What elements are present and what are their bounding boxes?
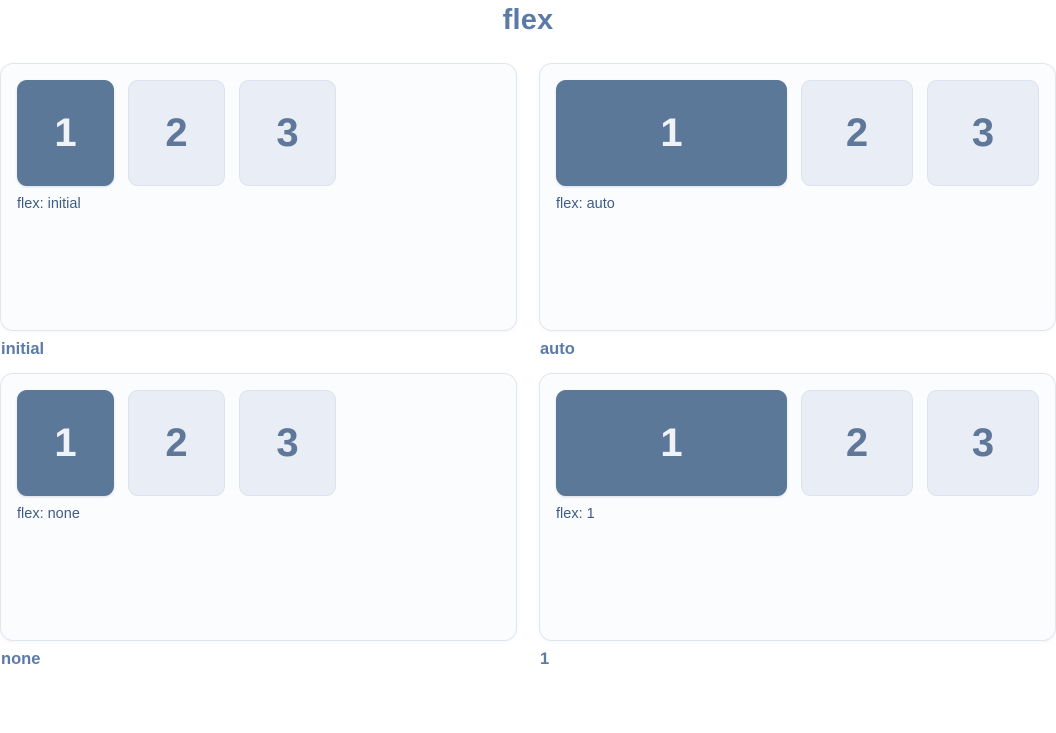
flex-value-caption: flex: none bbox=[17, 506, 80, 522]
flex-item-1: 1 bbox=[17, 390, 114, 496]
flex-demo-panel-auto: 1 2 3 flex: auto bbox=[539, 63, 1056, 331]
flex-item-3: 3 bbox=[239, 390, 336, 496]
flex-value-caption: flex: auto bbox=[556, 196, 615, 212]
flex-item-2: 2 bbox=[801, 80, 913, 186]
page-title: flex bbox=[502, 4, 554, 36]
flex-item-3: 3 bbox=[239, 80, 336, 186]
flex-value-caption: flex: initial bbox=[17, 196, 81, 212]
flex-item-2: 2 bbox=[128, 390, 225, 496]
flex-item-2: 2 bbox=[801, 390, 913, 496]
flex-demo-panel-initial: 1 2 3 flex: initial bbox=[0, 63, 517, 331]
flex-value-caption: flex: 1 bbox=[556, 506, 595, 522]
flex-container: 1 2 3 bbox=[556, 390, 1039, 496]
flex-container: 1 2 3 bbox=[17, 390, 500, 496]
flex-item-1: 1 bbox=[17, 80, 114, 186]
example-cell-none: 1 2 3 flex: none none bbox=[0, 373, 517, 669]
flex-item-1: 1 bbox=[556, 390, 787, 496]
panel-label-1: 1 bbox=[540, 650, 550, 668]
flex-item-3: 3 bbox=[927, 80, 1039, 186]
examples-grid: 1 2 3 flex: initial initial 1 2 3 flex: … bbox=[0, 63, 1056, 669]
flex-demo-panel-1: 1 2 3 flex: 1 bbox=[539, 373, 1056, 641]
flex-item-1: 1 bbox=[556, 80, 787, 186]
example-cell-initial: 1 2 3 flex: initial initial bbox=[0, 63, 517, 359]
flex-item-3: 3 bbox=[927, 390, 1039, 496]
flex-container: 1 2 3 bbox=[17, 80, 500, 186]
flex-container: 1 2 3 bbox=[556, 80, 1039, 186]
panel-label-none: none bbox=[1, 650, 41, 668]
example-cell-auto: 1 2 3 flex: auto auto bbox=[539, 63, 1056, 359]
flex-item-2: 2 bbox=[128, 80, 225, 186]
panel-label-auto: auto bbox=[540, 340, 575, 358]
flex-demo-panel-none: 1 2 3 flex: none bbox=[0, 373, 517, 641]
example-cell-1: 1 2 3 flex: 1 1 bbox=[539, 373, 1056, 669]
panel-label-initial: initial bbox=[1, 340, 45, 358]
